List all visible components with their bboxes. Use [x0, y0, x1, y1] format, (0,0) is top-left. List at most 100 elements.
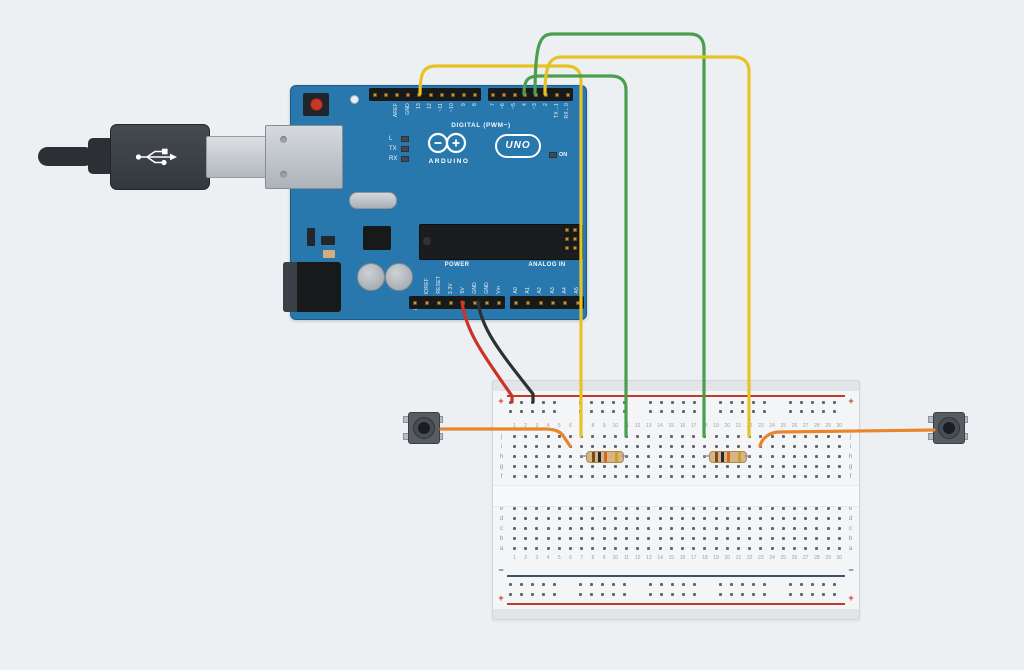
breadboard-hole [546, 465, 550, 468]
rail-hole [649, 401, 652, 404]
rail-hole [822, 401, 825, 404]
breadboard-hole [524, 435, 528, 438]
rail-hole [671, 593, 674, 596]
breadboard-hole [737, 527, 740, 530]
breadboard-hole [625, 465, 628, 468]
pushbutton-left[interactable] [403, 412, 443, 444]
breadboard-hole [647, 465, 651, 468]
pin-label: GND [483, 282, 490, 294]
breadboard-hole [681, 507, 684, 510]
usb-cable-end [38, 147, 94, 166]
rail-hole [553, 593, 556, 596]
on-led-indicator [549, 152, 557, 158]
pin-label: TX→1 [553, 103, 560, 118]
breadboard-hole [692, 547, 696, 550]
rail-hole [509, 410, 512, 413]
pushbutton-right[interactable] [928, 412, 968, 444]
rail-hole [531, 593, 534, 596]
breadboard-hole [602, 435, 606, 438]
reset-button[interactable] [303, 93, 329, 116]
column-number: 4 [546, 423, 550, 429]
breadboard-hole [580, 507, 584, 510]
column-number: 20 [724, 423, 731, 429]
breadboard-hole [557, 527, 561, 530]
breadboard-hole [815, 507, 819, 510]
breadboard-hole [725, 435, 729, 438]
breadboard-hole [692, 445, 696, 448]
led-l-label: L [389, 136, 393, 142]
breadboard-hole [781, 445, 785, 448]
column-number: 8 [591, 555, 595, 561]
pushbutton-body [933, 412, 965, 444]
rail-hole [682, 583, 685, 586]
breadboard-hole [535, 537, 539, 540]
breadboard-hole [569, 507, 572, 510]
breadboard-hole [759, 507, 763, 510]
pin-label: Vin [495, 286, 502, 294]
breadboard-hole [546, 527, 550, 530]
breadboard-hole [625, 507, 628, 510]
breadboard-hole [737, 465, 740, 468]
column-number: 29 [825, 555, 831, 561]
breadboard-hole [781, 475, 785, 478]
breadboard-hole [591, 475, 595, 478]
breadboard-hole [737, 517, 740, 520]
breadboard-hole [826, 455, 830, 458]
rail-hole [612, 593, 615, 596]
column-number: 14 [657, 423, 663, 429]
rail-hole [649, 593, 652, 596]
breadboard-hole [669, 455, 673, 458]
breadboard-hole [692, 517, 696, 520]
rail-hole [509, 583, 512, 586]
breadboard-hole [669, 435, 673, 438]
breadboard-edge [493, 609, 859, 619]
breadboard-hole [658, 517, 662, 520]
rail-hole [719, 593, 722, 596]
resistor-band [592, 452, 595, 462]
negative-rail-line [507, 575, 845, 577]
row-letter: e [848, 506, 853, 512]
breadboard-hole [692, 537, 696, 540]
breadboard-hole [669, 507, 673, 510]
smd-component [307, 228, 315, 246]
breadboard-hole [535, 475, 539, 478]
breadboard-hole [636, 547, 640, 550]
breadboard-hole [647, 507, 651, 510]
breadboard-hole [703, 475, 707, 478]
breadboard-hole [714, 445, 718, 448]
breadboard-hole [781, 507, 785, 510]
breadboard-hole [513, 547, 516, 550]
column-number: 1 [513, 423, 516, 429]
breadboard-hole [759, 517, 763, 520]
breadboard-hole [658, 537, 662, 540]
icsp-pin [573, 228, 577, 233]
pin-label: ~3 [532, 103, 539, 110]
rail-sign: + [848, 396, 854, 406]
breadboard-hole [636, 517, 640, 520]
breadboard-hole [737, 475, 740, 478]
resistor-1[interactable] [586, 451, 624, 463]
breadboard-hole [793, 517, 796, 520]
column-number: 13 [646, 555, 652, 561]
pin [473, 92, 478, 97]
column-number: 1 [513, 555, 516, 561]
usb-cable[interactable] [38, 124, 270, 190]
breadboard-hole [546, 547, 550, 550]
breadboard-hole [513, 445, 516, 448]
breadboard-hole [569, 445, 572, 448]
column-number: 26 [791, 555, 798, 561]
breadboard-hole [658, 455, 662, 458]
rail-hole [763, 593, 766, 596]
uno-model-badge: UNO [495, 134, 541, 158]
breadboard-hole [714, 507, 718, 510]
rail-hole [822, 410, 825, 413]
resistor-2[interactable] [709, 451, 747, 463]
breadboard-hole [703, 445, 707, 448]
breadboard-hole [591, 465, 595, 468]
pin [565, 92, 570, 97]
pin [538, 300, 543, 305]
breadboard-hole [647, 547, 651, 550]
breadboard-hole [669, 475, 673, 478]
